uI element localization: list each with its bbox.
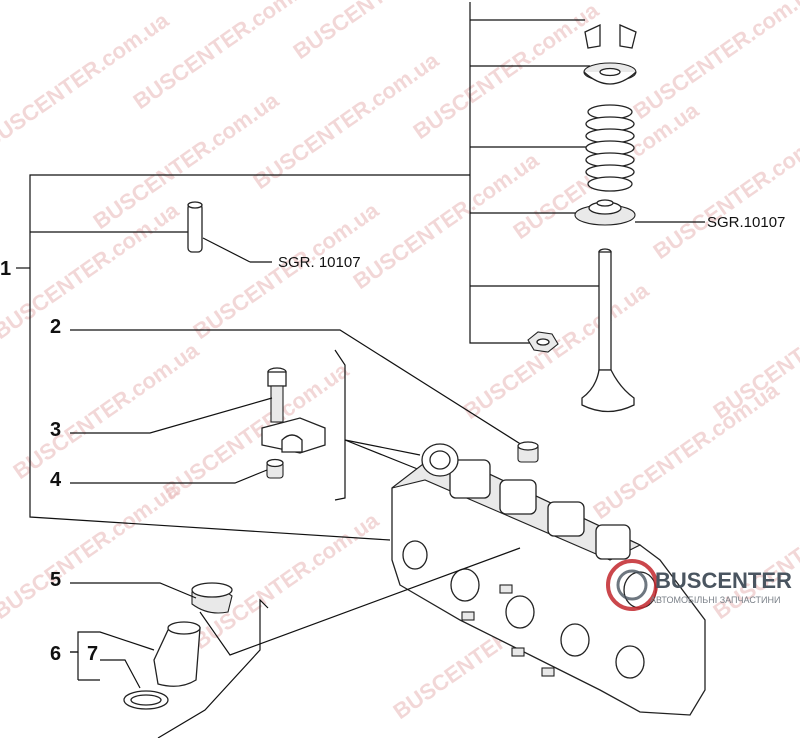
callout-2: 2 — [50, 316, 61, 338]
watermark: BUSCENTER.com.ua — [409, 0, 604, 144]
callout-5: 5 — [50, 569, 61, 591]
spring-retainer — [583, 62, 637, 85]
buscenter-logo: BUSCENTER АВТОМОБІЛЬНІ ЗАПЧАСТИНИ — [606, 559, 792, 611]
callout-7: 7 — [87, 643, 98, 665]
head-bracket — [334, 349, 421, 501]
cylinder-head — [391, 443, 706, 716]
callout-6-7-leaders — [70, 631, 155, 689]
group-1-bracket — [16, 174, 470, 541]
part-2-plug — [517, 441, 539, 463]
part-3-bolt-bracket — [70, 367, 326, 454]
logo-tagline: АВТОМОБІЛЬНІ ЗАПЧАСТИНИ — [650, 595, 780, 605]
callout-1: 1 — [0, 258, 11, 280]
valve-stem-seal — [527, 331, 559, 353]
valve — [581, 248, 635, 413]
callout-6: 6 — [50, 643, 61, 665]
valve-guide — [187, 201, 272, 263]
spring-seat — [574, 199, 636, 226]
watermark: BUSCENTER.com.ua — [89, 87, 284, 234]
part-5-threaded-plug — [70, 582, 233, 614]
part-4-bushing — [70, 458, 284, 484]
valve-spring — [585, 104, 635, 192]
watermark: BUSCENTER.com.ua — [0, 477, 184, 624]
ref-valve-guide: SGR. 10107 — [278, 254, 361, 271]
watermark: BUSCENTER.com.ua — [9, 337, 204, 484]
valve-assembly-bracket — [469, 2, 705, 344]
callout-2-leader — [70, 329, 531, 451]
watermark: BUSCENTER.com.ua — [629, 0, 800, 124]
logo-name: BUSCENTER — [655, 568, 792, 593]
part-6-sleeve — [153, 621, 201, 687]
valve-keepers — [584, 23, 637, 49]
logo-ring-icon — [606, 559, 658, 611]
watermark: BUSCENTER.com.ua — [709, 277, 800, 424]
part-7-seal-ring — [123, 690, 169, 710]
assembly-leader-lines — [157, 547, 521, 738]
callout-4: 4 — [50, 469, 62, 491]
watermark: BUSCENTER.com.ua — [289, 0, 484, 64]
callout-3: 3 — [50, 419, 61, 441]
ref-valve-assembly: SGR.10107 — [707, 214, 785, 231]
